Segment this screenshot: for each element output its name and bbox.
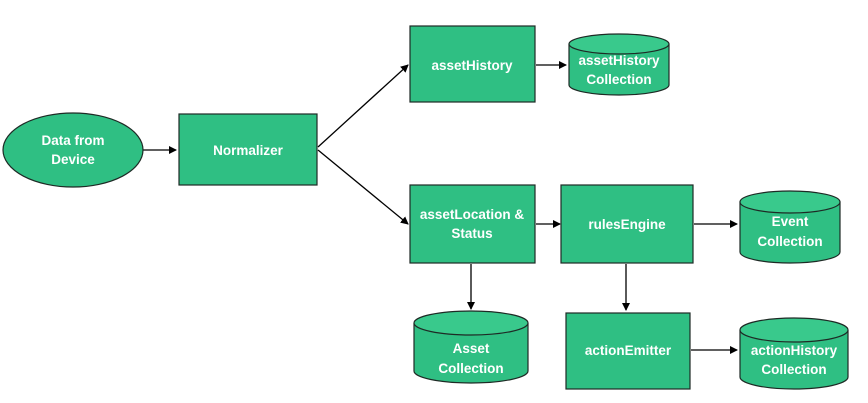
asset-history-collection-label-line2: Collection <box>586 72 651 87</box>
edge-normalizer-to-assetlocation <box>317 149 409 225</box>
action-history-collection-label-line1: actionHistory <box>751 343 838 358</box>
node-action-history-collection: actionHistory Collection <box>739 317 849 390</box>
asset-location-status-label-line1: assetLocation & <box>420 207 525 222</box>
node-asset-location-status: assetLocation & Status <box>409 184 536 264</box>
edges <box>143 61 738 354</box>
edge-normalizer-to-assethistory <box>317 64 409 148</box>
action-emitter-label: actionEmitter <box>585 343 672 358</box>
asset-history-collection-label-line1: assetHistory <box>578 53 660 68</box>
node-asset-collection: Asset Collection <box>413 310 529 384</box>
node-asset-history: assetHistory <box>409 25 536 103</box>
node-asset-history-collection: assetHistory Collection <box>568 33 670 96</box>
data-from-device-label-line1: Data from <box>41 133 104 148</box>
event-collection-label-line1: Event <box>772 214 809 229</box>
action-history-collection-label-line2: Collection <box>761 362 826 377</box>
node-event-collection: Event Collection <box>739 190 841 264</box>
asset-history-label: assetHistory <box>431 58 513 73</box>
node-rules-engine: rulesEngine <box>560 184 694 264</box>
normalizer-label: Normalizer <box>213 143 284 158</box>
node-data-from-device: Data from Device <box>2 112 144 188</box>
asset-collection-label-line1: Asset <box>453 341 490 356</box>
asset-location-status-label-line2: Status <box>451 226 492 241</box>
asset-collection-label-line2: Collection <box>438 361 503 376</box>
data-from-device-label-line2: Device <box>51 152 95 167</box>
node-action-emitter: actionEmitter <box>565 312 691 390</box>
rules-engine-label: rulesEngine <box>588 217 666 232</box>
node-normalizer: Normalizer <box>178 113 318 186</box>
event-collection-label-line2: Collection <box>757 234 822 249</box>
